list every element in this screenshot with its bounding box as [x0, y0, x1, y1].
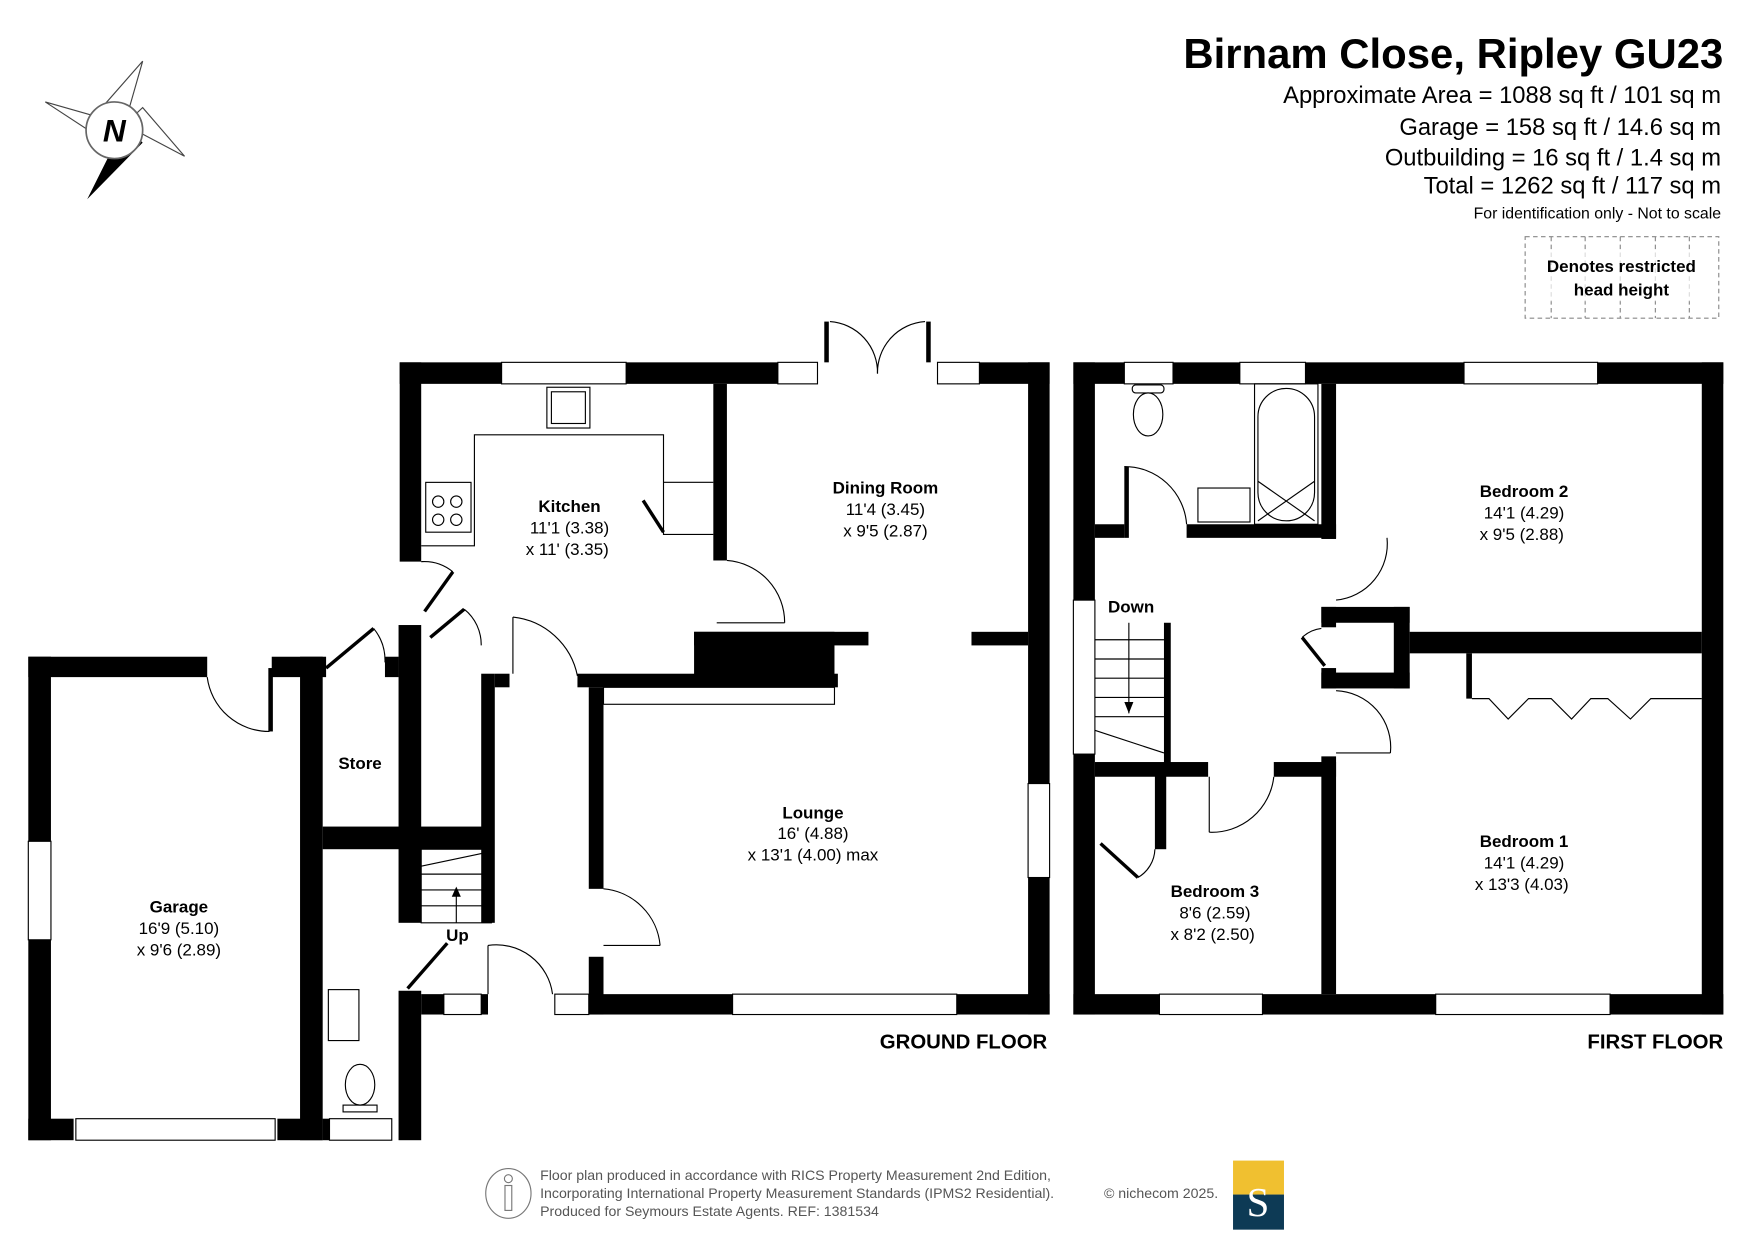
- ground-floor-walls: [27, 321, 1051, 1141]
- hob-icon: [425, 481, 472, 533]
- svg-text:11'4 (3.45): 11'4 (3.45): [846, 500, 925, 519]
- svg-text:16' (4.88): 16' (4.88): [777, 824, 848, 843]
- footer: Floor plan produced in accordance with R…: [485, 1160, 1284, 1230]
- svg-text:Denotes restricted: Denotes restricted: [1547, 257, 1696, 276]
- room-store-name: Store: [338, 754, 381, 773]
- person-icon: [485, 1167, 532, 1219]
- svg-text:x 13'3 (4.03): x 13'3 (4.03): [1475, 875, 1569, 894]
- svg-text:x 11' (3.35): x 11' (3.35): [526, 540, 609, 559]
- svg-text:Produced for Seymours Estate A: Produced for Seymours Estate Agents. REF…: [540, 1203, 879, 1219]
- svg-text:x 9'5 (2.87): x 9'5 (2.87): [843, 522, 927, 541]
- room-bedroom3-name: Bedroom 3: [1171, 882, 1260, 901]
- area-approx: Approximate Area = 1088 sq ft / 101 sq m: [1283, 82, 1721, 109]
- room-lounge-name: Lounge: [782, 804, 843, 823]
- room-garage-name: Garage: [150, 898, 208, 917]
- svg-text:S: S: [1247, 1180, 1270, 1225]
- svg-text:8'6 (2.59): 8'6 (2.59): [1179, 903, 1250, 922]
- svg-text:x 8'2 (2.50): x 8'2 (2.50): [1170, 925, 1254, 944]
- svg-text:x 9'5 (2.88): x 9'5 (2.88): [1480, 525, 1564, 544]
- svg-text:16'9 (5.10): 16'9 (5.10): [139, 919, 220, 938]
- room-bedroom1-name: Bedroom 1: [1480, 832, 1569, 851]
- room-bedroom2-name: Bedroom 2: [1480, 482, 1569, 501]
- svg-text:14'1 (4.29): 14'1 (4.29): [1484, 504, 1565, 523]
- svg-text:Up: Up: [446, 926, 469, 945]
- svg-text:Down: Down: [1108, 598, 1154, 617]
- seymours-logo: S: [1233, 1160, 1284, 1230]
- area-garage: Garage = 158 sq ft / 14.6 sq m: [1399, 114, 1721, 141]
- ground-floor-label: GROUND FLOOR: [880, 1031, 1048, 1053]
- ground-floor-fixtures: [206, 321, 926, 1113]
- stairs-up: [420, 848, 492, 924]
- svg-text:head height: head height: [1574, 281, 1670, 300]
- first-floor-fixtures: [1094, 383, 1702, 879]
- svg-text:x 13'1 (4.00) max: x 13'1 (4.00) max: [748, 846, 879, 865]
- room-kitchen-name: Kitchen: [538, 497, 600, 516]
- disclaimer: For identification only - Not to scale: [1474, 206, 1722, 223]
- svg-text:© nichecom 2025.: © nichecom 2025.: [1104, 1185, 1218, 1201]
- svg-text:14'1 (4.29): 14'1 (4.29): [1484, 853, 1565, 872]
- first-floor-labels: Bedroom 2 14'1 (4.29) x 9'5 (2.88) Bedro…: [1108, 482, 1723, 1053]
- area-total: Total = 1262 sq ft / 117 sq m: [1424, 173, 1721, 200]
- compass-icon: N: [44, 60, 185, 200]
- svg-text:Incorporating International Pr: Incorporating International Property Mea…: [540, 1185, 1054, 1201]
- ground-floor-labels: Kitchen 11'1 (3.38) x 11' (3.35) Dining …: [137, 479, 1048, 1054]
- svg-text:N: N: [103, 113, 127, 149]
- property-title: Birnam Close, Ripley GU23: [1183, 30, 1723, 77]
- stairs-down: [1094, 622, 1165, 754]
- svg-text:Floor plan produced in accorda: Floor plan produced in accordance with R…: [540, 1167, 1051, 1183]
- first-floor-walls: [1072, 361, 1724, 1016]
- restricted-height-legend: Denotes restricted head height: [1524, 236, 1720, 319]
- area-outbuilding: Outbuilding = 16 sq ft / 1.4 sq m: [1385, 144, 1721, 171]
- svg-text:x 9'6 (2.89): x 9'6 (2.89): [137, 941, 221, 960]
- first-floor-label: FIRST FLOOR: [1587, 1031, 1723, 1053]
- room-dining-name: Dining Room: [833, 479, 939, 498]
- svg-text:11'1 (3.38): 11'1 (3.38): [530, 518, 609, 537]
